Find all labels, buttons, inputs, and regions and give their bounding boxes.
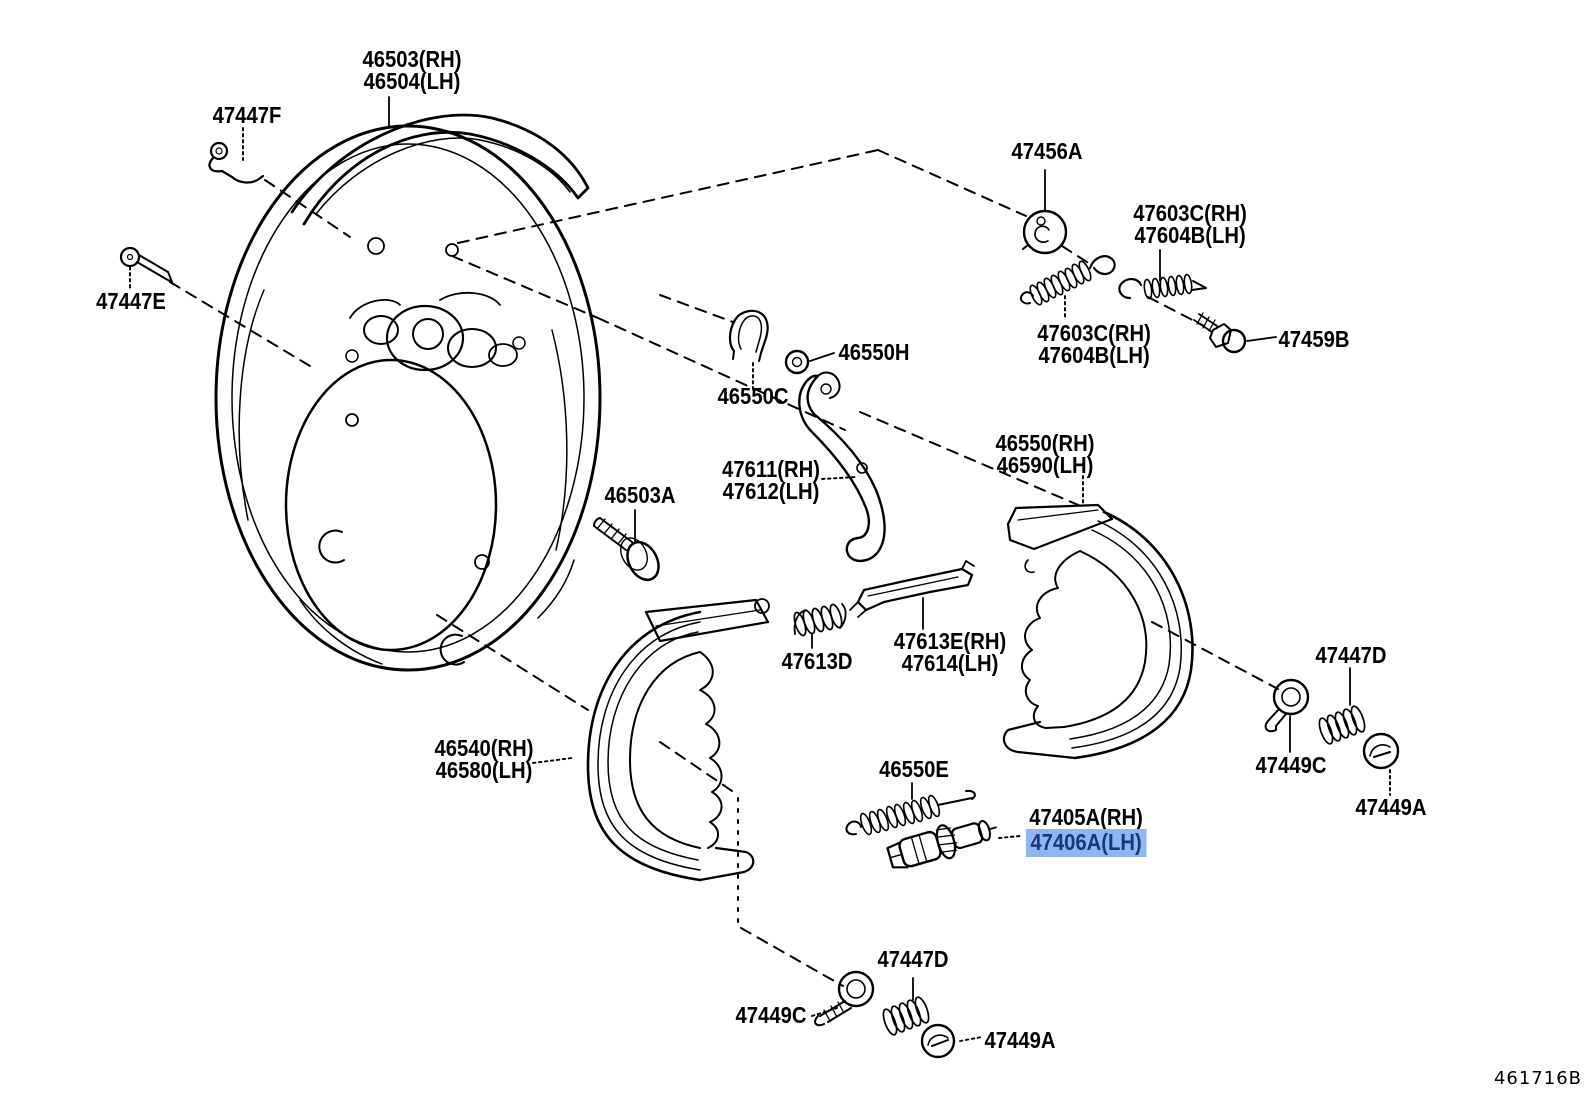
spring-47603C-left-drawing[interactable] [1020,255,1116,306]
label-47459B[interactable]: 47459B [1278,326,1350,352]
washer-46550H-drawing[interactable] [784,349,810,375]
label-47447D-bottom[interactable]: 47447D [877,946,949,972]
screw-47459B-drawing[interactable] [1193,312,1247,354]
label-46550C[interactable]: 46550C [717,383,789,409]
cam-47456A-drawing[interactable] [1022,209,1068,255]
label-47611-47612[interactable]: 47611(RH) 47612(LH) [722,456,820,504]
pin-47449C-right-drawing[interactable] [1264,678,1310,733]
strut-47613E-drawing[interactable] [849,560,975,618]
label-46503A[interactable]: 46503A [604,482,676,508]
label-47447E[interactable]: 47447E [96,288,166,314]
bolt-46503A-drawing[interactable] [593,517,665,585]
backing-plate-drawing[interactable] [214,113,602,672]
brake-shoe-left-drawing[interactable] [586,598,770,882]
label-47456A[interactable]: 47456A [1011,138,1083,164]
label-46550E[interactable]: 46550E [879,756,949,782]
spring-46550E-drawing[interactable] [845,789,976,836]
spring-47447D-right-drawing[interactable] [1317,705,1368,746]
label-47613E-47614[interactable]: 47613E(RH) 47614(LH) [893,628,1007,676]
label-46550H[interactable]: 46550H [838,339,910,365]
label-47449A-bottom[interactable]: 47449A [984,1027,1056,1053]
pin-47447E-drawing[interactable] [119,246,173,283]
pin-47449C-bottom-drawing[interactable] [814,970,875,1027]
adjuster-47405A-drawing[interactable] [886,811,1001,874]
clip-47447F-drawing[interactable] [208,141,265,184]
label-47603C-47604B-lower[interactable]: 47603C(RH) 47604B(LH) [1037,320,1151,368]
cup-47449A-right-drawing[interactable] [1362,732,1400,770]
label-47449C-bottom[interactable]: 47449C [735,1002,807,1028]
label-47613D[interactable]: 47613D [781,648,853,674]
brake-shoe-right-drawing[interactable] [1002,503,1194,760]
label-47405A-47406A[interactable]: 47405A(RH) 47406A(LH) [1025,806,1147,857]
label-46503-46504[interactable]: 46503(RH) 46504(LH) [362,46,462,94]
spring-47603C-right-drawing[interactable] [1118,273,1207,300]
lever-47611-drawing[interactable] [798,371,886,563]
clip-46550C-drawing[interactable] [728,309,769,362]
label-47449A-right[interactable]: 47449A [1355,794,1427,820]
label-47449C-right[interactable]: 47449C [1255,752,1327,778]
label-46550-46590[interactable]: 46550(RH) 46590(LH) [995,430,1095,478]
figure-code: 461716B [1493,1068,1582,1089]
spring-47447D-bottom-drawing[interactable] [881,996,932,1037]
highlighted-part-number[interactable]: 47406A(LH) [1025,829,1147,857]
label-47603C-47604B-upper[interactable]: 47603C(RH) 47604B(LH) [1133,200,1247,248]
label-47447F[interactable]: 47447F [212,102,282,128]
cup-47449A-bottom-drawing[interactable] [920,1023,956,1059]
label-46540-46580[interactable]: 46540(RH) 46580(LH) [434,735,534,783]
spring-47613D-drawing[interactable] [792,603,847,637]
label-47447D-right[interactable]: 47447D [1315,642,1387,668]
